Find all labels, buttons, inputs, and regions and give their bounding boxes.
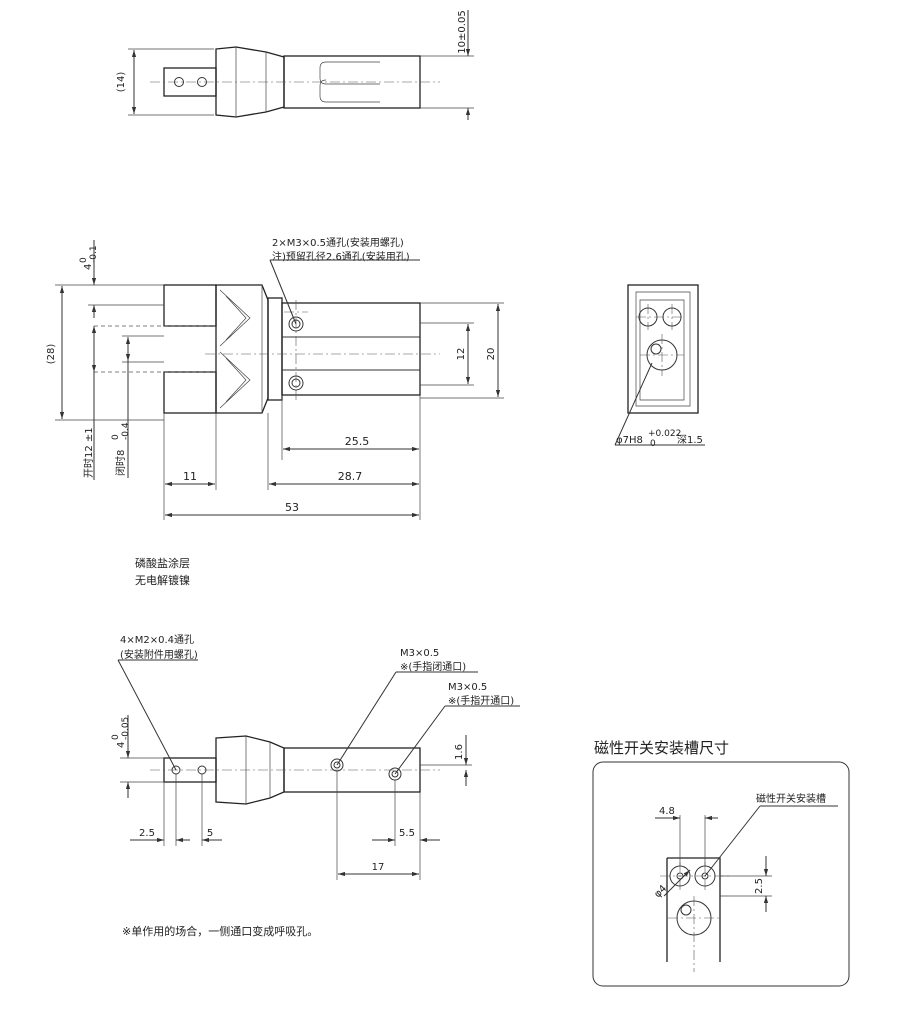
main-dim-11: 11	[183, 470, 197, 483]
slot-label: 磁性开关安装槽	[756, 792, 826, 805]
main-dim-closed-tol-lower: -0.4	[121, 422, 131, 440]
bottom-dim-17: 17	[372, 862, 385, 873]
main-dim-28-7: 28.7	[338, 470, 363, 483]
note-holes-line1: 2×M3×0.5通孔(安装用螺孔)	[272, 236, 404, 249]
slot-title: 磁性开关安装槽尺寸	[594, 739, 729, 757]
bottom-dim-5: 5	[207, 828, 213, 839]
finish-notes: 磷酸盐涂层 无电解镀镍	[135, 556, 190, 587]
main-dim-12: 12	[456, 348, 467, 361]
bottom-dim-1-6: 1.6	[454, 744, 465, 760]
side-dim-bore-tol-lower: 0	[650, 439, 656, 449]
bottom-dim-4-tol-upper: 0	[111, 734, 121, 740]
bottom-dim-2-5: 2.5	[139, 828, 155, 839]
top-dim-height: (14)	[116, 72, 127, 93]
note-m2-line2: (安装附件用螺孔)	[120, 648, 198, 661]
bottom-dim-5-5: 5.5	[399, 828, 415, 839]
main-dim-open: 开时12 ±1	[83, 427, 95, 478]
note-port-open-line2: ※(手指开通口)	[448, 694, 514, 707]
main-dim-25-5: 25.5	[345, 435, 370, 448]
note-m2-line1: 4×M2×0.4通孔	[120, 634, 194, 646]
side-view: φ7H8 +0.022 0 深1.5	[614, 284, 705, 449]
main-dim-height-total: (28)	[46, 344, 57, 365]
switch-slot-detail: 磁性开关安装槽尺寸 4.8 磁性开关安装槽 φ4 2.5	[592, 739, 850, 987]
top-view: (14) 10±0.05	[116, 10, 474, 120]
note-port-close-line1: M3×0.5	[400, 648, 439, 659]
top-dim-finger: 10±0.05	[457, 10, 468, 53]
side-dim-bore-tol-upper: +0.022	[648, 429, 681, 439]
main-dim-20: 20	[486, 348, 497, 361]
finish-note-1: 磷酸盐涂层	[135, 556, 190, 570]
side-dim-bore-depth: 深1.5	[677, 434, 703, 446]
main-dim-53: 53	[285, 501, 299, 514]
main-dim-closed-tol-upper: 0	[111, 434, 121, 440]
finish-note-2: 无电解镀镍	[135, 573, 190, 587]
side-dim-bore: φ7H8	[616, 435, 643, 446]
front-view: 2×M3×0.5通孔(安装用螺孔) 注)预留孔径2.6通孔(安装用孔) (28)…	[46, 236, 504, 520]
slot-dim-4-8: 4.8	[659, 806, 675, 817]
main-dim-open-offset-tol-lower: -0.1	[89, 245, 99, 263]
main-dim-open-offset-tol-upper: 0	[79, 257, 89, 263]
note-port-open-line1: M3×0.5	[448, 682, 487, 693]
bottom-dim-4: 4	[116, 742, 127, 748]
main-dim-open-offset: 4	[83, 264, 94, 270]
main-dim-closed: 闭时8	[114, 450, 127, 476]
bottom-view: 4×M2×0.4通孔 (安装附件用螺孔) M3×0.5 ※(手指闭通口) M3×…	[111, 634, 520, 880]
note-port-close-line2: ※(手指闭通口)	[400, 660, 466, 673]
slot-dim-2-5: 2.5	[754, 878, 765, 894]
footnote: ※单作用的场合，一侧通口变成呼吸孔。	[122, 924, 318, 938]
note-holes-line2: 注)预留孔径2.6通孔(安装用孔)	[272, 250, 410, 263]
bottom-dim-4-tol-lower: -0.05	[121, 717, 131, 740]
